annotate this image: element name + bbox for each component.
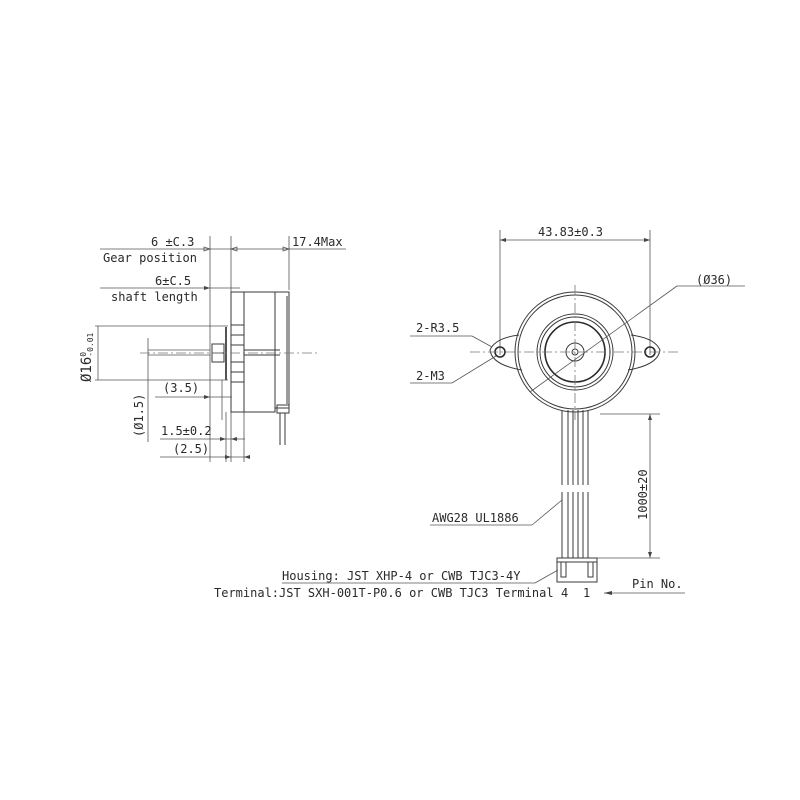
pin-4-label: 4 xyxy=(561,586,569,600)
shaft-length-dim: 6±C.5 xyxy=(155,274,192,288)
body-diameter-dim: (Ø36) xyxy=(696,273,733,287)
pin-1-label: 1 xyxy=(583,586,591,600)
radius-label: 2-R3.5 xyxy=(416,321,460,335)
dim-1-5: 1.5±0.2 xyxy=(161,424,212,438)
shaft-length-label: shaft length xyxy=(111,290,198,304)
diameter-main: Ø16 xyxy=(79,356,95,382)
cable xyxy=(561,410,589,558)
dim-2-5: (2.5) xyxy=(173,442,210,456)
dim-3-5: (3.5) xyxy=(163,381,200,395)
gear-position-label: Gear position xyxy=(103,251,197,265)
terminal-spec: Terminal:JST SXH-001T-P0.6 or CWB TJC3 T… xyxy=(214,586,554,600)
housing-spec: Housing: JST XHP-4 or CWB TJC3-4Y xyxy=(282,569,521,583)
cable-length-dim: 1000±20 xyxy=(636,469,650,520)
gear-position-dim: 6 ±C.3 xyxy=(151,235,195,249)
pin-no-label: Pin No. xyxy=(632,577,683,591)
max-length-dim: 17.4Max xyxy=(292,235,343,249)
front-view xyxy=(282,230,745,595)
width-dim: 43.83±0.3 xyxy=(538,225,604,239)
side-view xyxy=(95,236,346,462)
screw-label: 2-M3 xyxy=(416,369,445,383)
dim-phi-1-5: (Ø1.5) xyxy=(132,393,146,437)
diameter-tol-lower: -0.01 xyxy=(86,332,96,357)
wire-spec: AWG28 UL1886 xyxy=(432,511,519,525)
